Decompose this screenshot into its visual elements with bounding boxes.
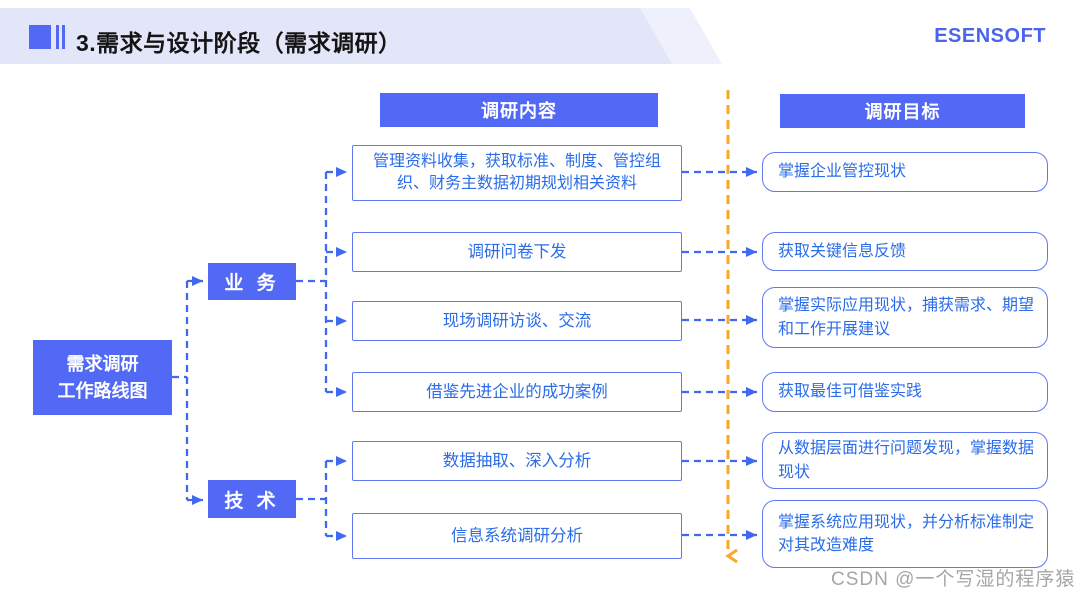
title-bar-icon (62, 25, 65, 49)
goal-box-4: 获取最佳可借鉴实践 (762, 372, 1048, 412)
page-title: 3.需求与设计阶段（需求调研） (76, 30, 402, 56)
goal-box-5: 从数据层面进行问题发现，掌握数据现状 (762, 432, 1048, 489)
content-box-3: 现场调研访谈、交流 (352, 301, 682, 341)
goal-box-6: 掌握系统应用现状，并分析标准制定对其改造难度 (762, 500, 1048, 568)
content-box-4: 借鉴先进企业的成功案例 (352, 372, 682, 412)
root-node-label-line2: 工作路线图 (57, 380, 148, 401)
esensoft-logo: ESENSOFT (934, 25, 1046, 47)
column-header-content: 调研内容 (380, 93, 658, 127)
content-box-2: 调研问卷下发 (352, 232, 682, 272)
goal-box-2: 获取关键信息反馈 (762, 232, 1048, 271)
column-header-goal: 调研目标 (780, 94, 1025, 128)
goal-box-1: 掌握企业管控现状 (762, 152, 1048, 192)
title-square-icon (29, 25, 51, 49)
goal-box-3: 掌握实际应用现状，捕获需求、期望和工作开展建议 (762, 287, 1048, 348)
title-bar-icon (56, 25, 59, 49)
root-node-label-line1: 需求调研 (66, 354, 139, 375)
root-node: 需求调研 工作路线图 (33, 340, 172, 415)
content-box-6: 信息系统调研分析 (352, 513, 682, 559)
branch-technology: 技 术 (208, 480, 296, 518)
branch-business: 业 务 (208, 263, 296, 300)
content-box-1: 管理资料收集，获取标准、制度、管控组织、财务主数据初期规划相关资料 (352, 145, 682, 201)
watermark: CSDN @一个写湿的程序猿 (831, 569, 1076, 590)
header-band (0, 8, 672, 64)
content-box-5: 数据抽取、深入分析 (352, 441, 682, 481)
